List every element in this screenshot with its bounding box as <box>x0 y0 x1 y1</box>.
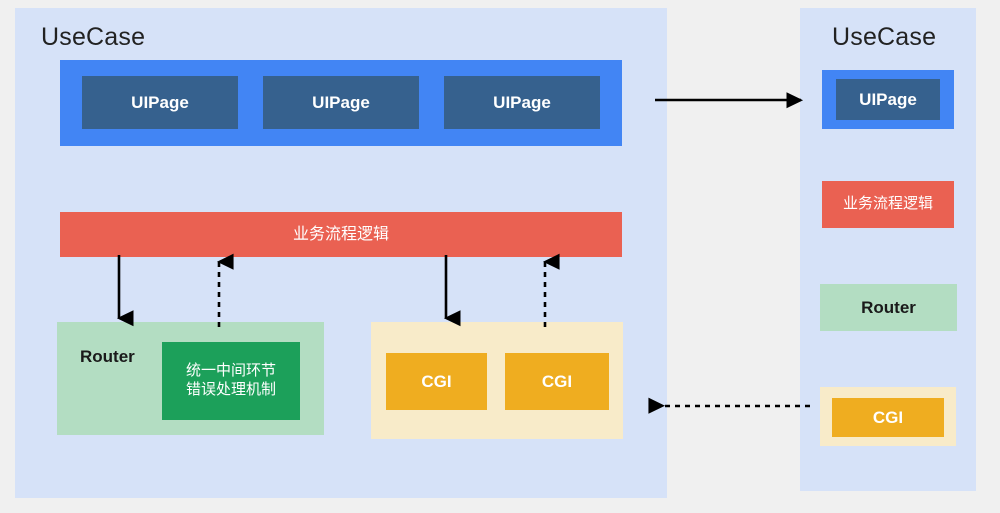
cgi-card-2[interactable]: CGI <box>505 353 609 410</box>
uipage-card-1[interactable]: UIPage <box>82 76 238 129</box>
cgi-card-1[interactable]: CGI <box>386 353 487 410</box>
uipage-card-2[interactable]: UIPage <box>263 76 419 129</box>
right-business-logic-box[interactable]: 业务流程逻辑 <box>822 181 954 228</box>
right-router-box[interactable]: Router <box>820 284 957 331</box>
right-uipage-card[interactable]: UIPage <box>836 79 940 120</box>
router-group-label: Router <box>80 347 135 366</box>
business-logic-bar[interactable]: 业务流程逻辑 <box>60 212 622 257</box>
left-panel-title: UseCase <box>41 23 146 51</box>
router-inner-line-2: 错误处理机制 <box>185 381 276 398</box>
router-inner-line-1: 统一中间环节 <box>185 362 276 380</box>
arrow-right-panel-to-left-panel <box>648 397 810 414</box>
uipage-card-3[interactable]: UIPage <box>444 76 600 129</box>
right-panel-title: UseCase <box>832 23 937 51</box>
router-inner-card[interactable]: 统一中间环节 错误处理机制 <box>162 342 300 420</box>
right-cgi-card[interactable]: CGI <box>832 398 944 437</box>
arrow-left-panel-to-right-panel <box>655 92 804 109</box>
